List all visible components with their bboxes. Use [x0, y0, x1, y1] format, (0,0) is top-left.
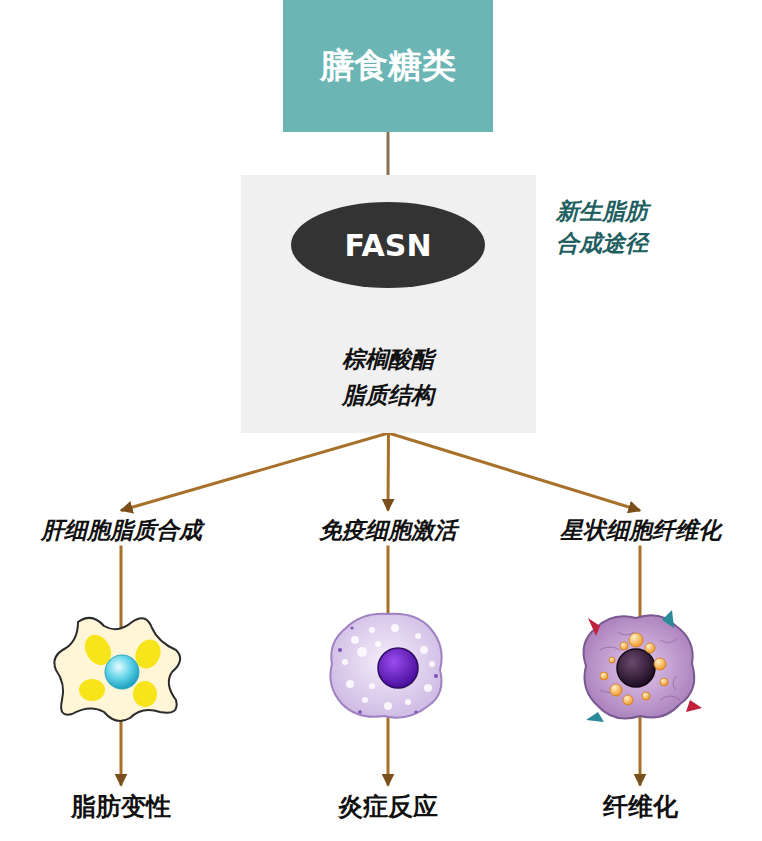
- node-text: 膳食糖类: [320, 43, 456, 89]
- connector-arrow: [121, 433, 389, 511]
- node-text: 星状细胞纤维化: [560, 515, 721, 546]
- source-box: 膳食糖类: [283, 0, 493, 132]
- connector-arrow: [387, 433, 391, 511]
- node-text: FASN: [345, 228, 432, 263]
- process-label: 星状细胞纤维化: [560, 515, 721, 546]
- node-text: 新生脂肪 合成途径: [556, 195, 666, 259]
- outcome-label: 脂肪变性: [71, 790, 171, 823]
- outcome-label: 纤维化: [603, 790, 678, 823]
- node-text: 肝细胞脂质合成: [41, 515, 202, 546]
- connector-arrow: [389, 433, 641, 511]
- enzyme-ellipse: FASN: [290, 201, 486, 289]
- node-text: 炎症反应: [338, 790, 438, 823]
- pathway-panel: 新生脂肪 合成途径FASN棕榈酸酯 脂质结构: [241, 175, 536, 433]
- immune-cell: [330, 614, 441, 718]
- hepatocyte: [54, 618, 180, 721]
- node-text: 纤维化: [603, 790, 678, 823]
- process-label: 肝细胞脂质合成: [41, 515, 202, 546]
- stellate-cell: [584, 610, 702, 722]
- outcome-label: 炎症反应: [338, 790, 438, 823]
- process-label: 免疫细胞激活: [319, 515, 457, 546]
- node-text: 免疫细胞激活: [319, 515, 457, 546]
- product-label: 棕榈酸酯 脂质结构: [333, 342, 443, 413]
- node-text: 棕榈酸酯 脂质结构: [333, 342, 443, 413]
- node-text: 脂肪变性: [71, 790, 171, 823]
